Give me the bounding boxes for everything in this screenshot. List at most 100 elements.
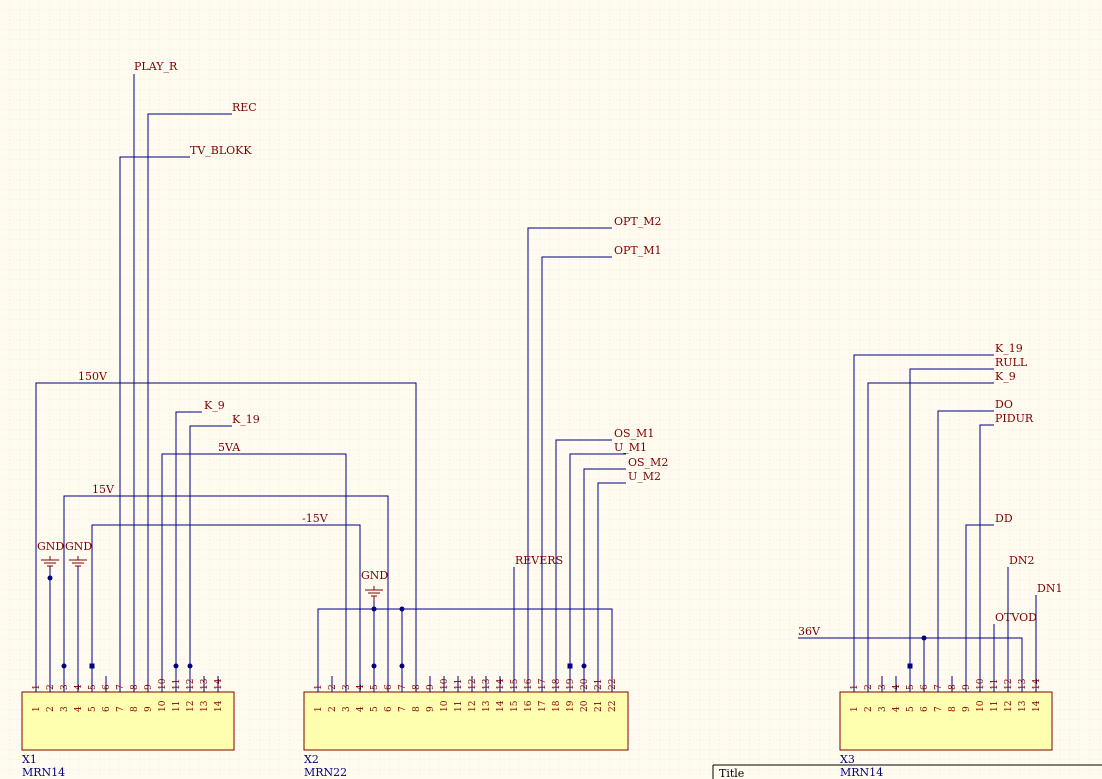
gnd-symbol-2: GND	[65, 540, 92, 567]
x1-wires	[35, 74, 417, 676]
net-label-os-m2: OS_M2	[628, 456, 668, 469]
connector-x1-pin-number-inner: 4	[74, 706, 84, 712]
net-label-u-m2: U_M2	[628, 470, 661, 483]
connector-x1-pin-number-inner: 14	[214, 700, 224, 712]
connector-x1-body	[21, 691, 235, 751]
net-label-x3-rull: RULL	[995, 356, 1028, 369]
connector-x3-pin-number-outer: 12	[1004, 679, 1014, 690]
net-label-150v: 150V	[78, 370, 108, 383]
connector-x3-pin-number-outer: 10	[976, 678, 986, 690]
connector-x3-pin-number-inner: 8	[948, 706, 958, 712]
connector-x1-pin-number-outer: 13	[200, 678, 210, 690]
connector-x2-pin-number-inner: 18	[552, 700, 562, 712]
connector-x1-pin-number-inner: 10	[158, 700, 168, 712]
connector-x1-pin-number-inner: 5	[88, 706, 98, 712]
connector-x2-pin-number-inner: 1	[314, 706, 324, 712]
connector-x3-pin-number-inner: 3	[878, 706, 888, 712]
net-label-os-m1: OS_M1	[614, 427, 654, 440]
connector-x2-pin-number-inner: 15	[510, 700, 520, 712]
gnd-label-1: GND	[37, 540, 64, 553]
connector-x3-pin-number-inner: 11	[990, 701, 1000, 712]
connector-x2-pin-number-outer: 16	[524, 678, 534, 690]
connector-x3-pin-number-outer: 11	[990, 679, 1000, 690]
connector-x3-pin-number-inner: 1	[850, 706, 860, 712]
connector-x2-pin-number-outer: 3	[342, 684, 352, 690]
connector-x1-pin-number-inner: 7	[116, 706, 126, 712]
gnd-label-2: GND	[65, 540, 92, 553]
net-label-opt-m1: OPT_M1	[614, 244, 662, 257]
connector-x2-pin-number-outer: 11	[454, 679, 464, 690]
connector-x1-pin-number-outer: 14	[214, 678, 224, 690]
connector-x2-pin-number-inner: 10	[440, 700, 450, 712]
connector-x1-pin-number-inner: 13	[200, 700, 210, 712]
connector-x3-pin-number-inner: 6	[920, 706, 930, 712]
connector-x2-pin-number-inner: 2	[328, 706, 338, 712]
connector-x3-ref: X3	[840, 753, 855, 766]
connector-x1-pin-number-outer: 2	[46, 684, 56, 690]
gnd-symbol-1: GND	[37, 540, 64, 567]
connector-x1-pin-number-inner: 8	[130, 706, 140, 712]
connector-x2-pin-number-outer: 19	[566, 678, 576, 690]
connector-x2-pin-number-inner: 19	[566, 700, 576, 712]
net-label-x3-dd: DD	[995, 512, 1013, 525]
title-block-title-label: Title	[719, 767, 744, 779]
connector-x2-pin-number-inner: 13	[482, 700, 492, 712]
title-block: Title	[712, 764, 1102, 779]
net-label-opt-m2: OPT_M2	[614, 215, 662, 228]
connector-x2-pin-number-inner: 14	[496, 700, 506, 712]
connector-x3-pin-number-outer: 4	[892, 684, 902, 690]
connector-x2-pin-number-outer: 13	[482, 678, 492, 690]
connector-x3-pin-number-outer: 6	[920, 684, 930, 690]
connector-x2-pin-number-inner: 9	[426, 706, 436, 712]
connector-x3-pin-number-inner: 10	[976, 700, 986, 712]
connector-x2-pin-number-outer: 22	[608, 679, 618, 690]
connector-x1-pin-number-outer: 4	[74, 684, 84, 690]
connector-x2-pin-number-inner: 20	[580, 700, 590, 712]
connector-x2-pin-number-outer: 6	[384, 684, 394, 690]
connector-x2-pin-number-outer: 1	[314, 684, 324, 690]
net-label-u-m1: U_M1	[614, 441, 647, 454]
connector-x3-part: MRN14	[840, 766, 883, 779]
connector-x1-pin-number-outer: 11	[172, 679, 182, 690]
connector-x2-pin-number-outer: 9	[426, 684, 436, 690]
connector-x1-part: MRN14	[22, 766, 65, 779]
connector-x1-ref: X1	[22, 753, 37, 766]
connector-x2-pin-number-inner: 21	[594, 701, 604, 712]
connector-x1-pin-number-outer: 10	[158, 678, 168, 690]
connector-x1-pin-number-inner: 3	[60, 706, 70, 712]
connector-x1-pin-number-outer: 5	[88, 684, 98, 690]
connector-x2-pin-number-outer: 7	[398, 684, 408, 690]
net-label-revers: REVERS	[515, 554, 563, 567]
connector-x2-pin-number-inner: 3	[342, 706, 352, 712]
connector-x2-pin-number-outer: 17	[538, 678, 548, 690]
net-label-x3-do: DO	[995, 398, 1013, 411]
connector-x3-pin-number-inner: 9	[962, 706, 972, 712]
connector-x1-pin-number-inner: 1	[32, 706, 42, 712]
connector-x2-pin-number-outer: 21	[594, 679, 604, 690]
connector-x1: X1 MRN14 1122334455667788991010111112121…	[21, 676, 235, 779]
connector-x2-pin-number-inner: 22	[608, 701, 618, 712]
net-label-15v: 15V	[92, 483, 115, 496]
connector-x2-pin-number-outer: 15	[510, 678, 520, 690]
gnd-symbol-3: GND	[361, 569, 388, 601]
connector-x3-pin-number-inner: 14	[1032, 700, 1042, 712]
connector-x1-pin-number-outer: 8	[130, 684, 140, 690]
connector-x2-pin-number-inner: 4	[356, 706, 366, 712]
x3-wires	[798, 354, 1037, 676]
connector-x1-pin-number-outer: 12	[186, 679, 196, 690]
connector-x2-pin-number-inner: 12	[468, 701, 478, 712]
connector-x3-pin-number-outer: 3	[878, 684, 888, 690]
connector-x1-pin-number-inner: 12	[186, 701, 196, 712]
connector-x2: X2 MRN22 1122334455667788991010111112121…	[303, 676, 629, 779]
connector-x2-pin-number-outer: 18	[552, 678, 562, 690]
connector-x2-pin-number-outer: 20	[580, 678, 590, 690]
connector-x3-pin-number-outer: 13	[1018, 678, 1028, 690]
connector-x2-pin-number-inner: 11	[454, 701, 464, 712]
connector-x3-pin-number-outer: 8	[948, 684, 958, 690]
connector-x1-pin-number-outer: 7	[116, 684, 126, 690]
net-label-rec: REC	[232, 101, 257, 114]
net-label-k19: K_19	[232, 413, 260, 426]
net-label-x3-dn2: DN2	[1009, 554, 1034, 567]
